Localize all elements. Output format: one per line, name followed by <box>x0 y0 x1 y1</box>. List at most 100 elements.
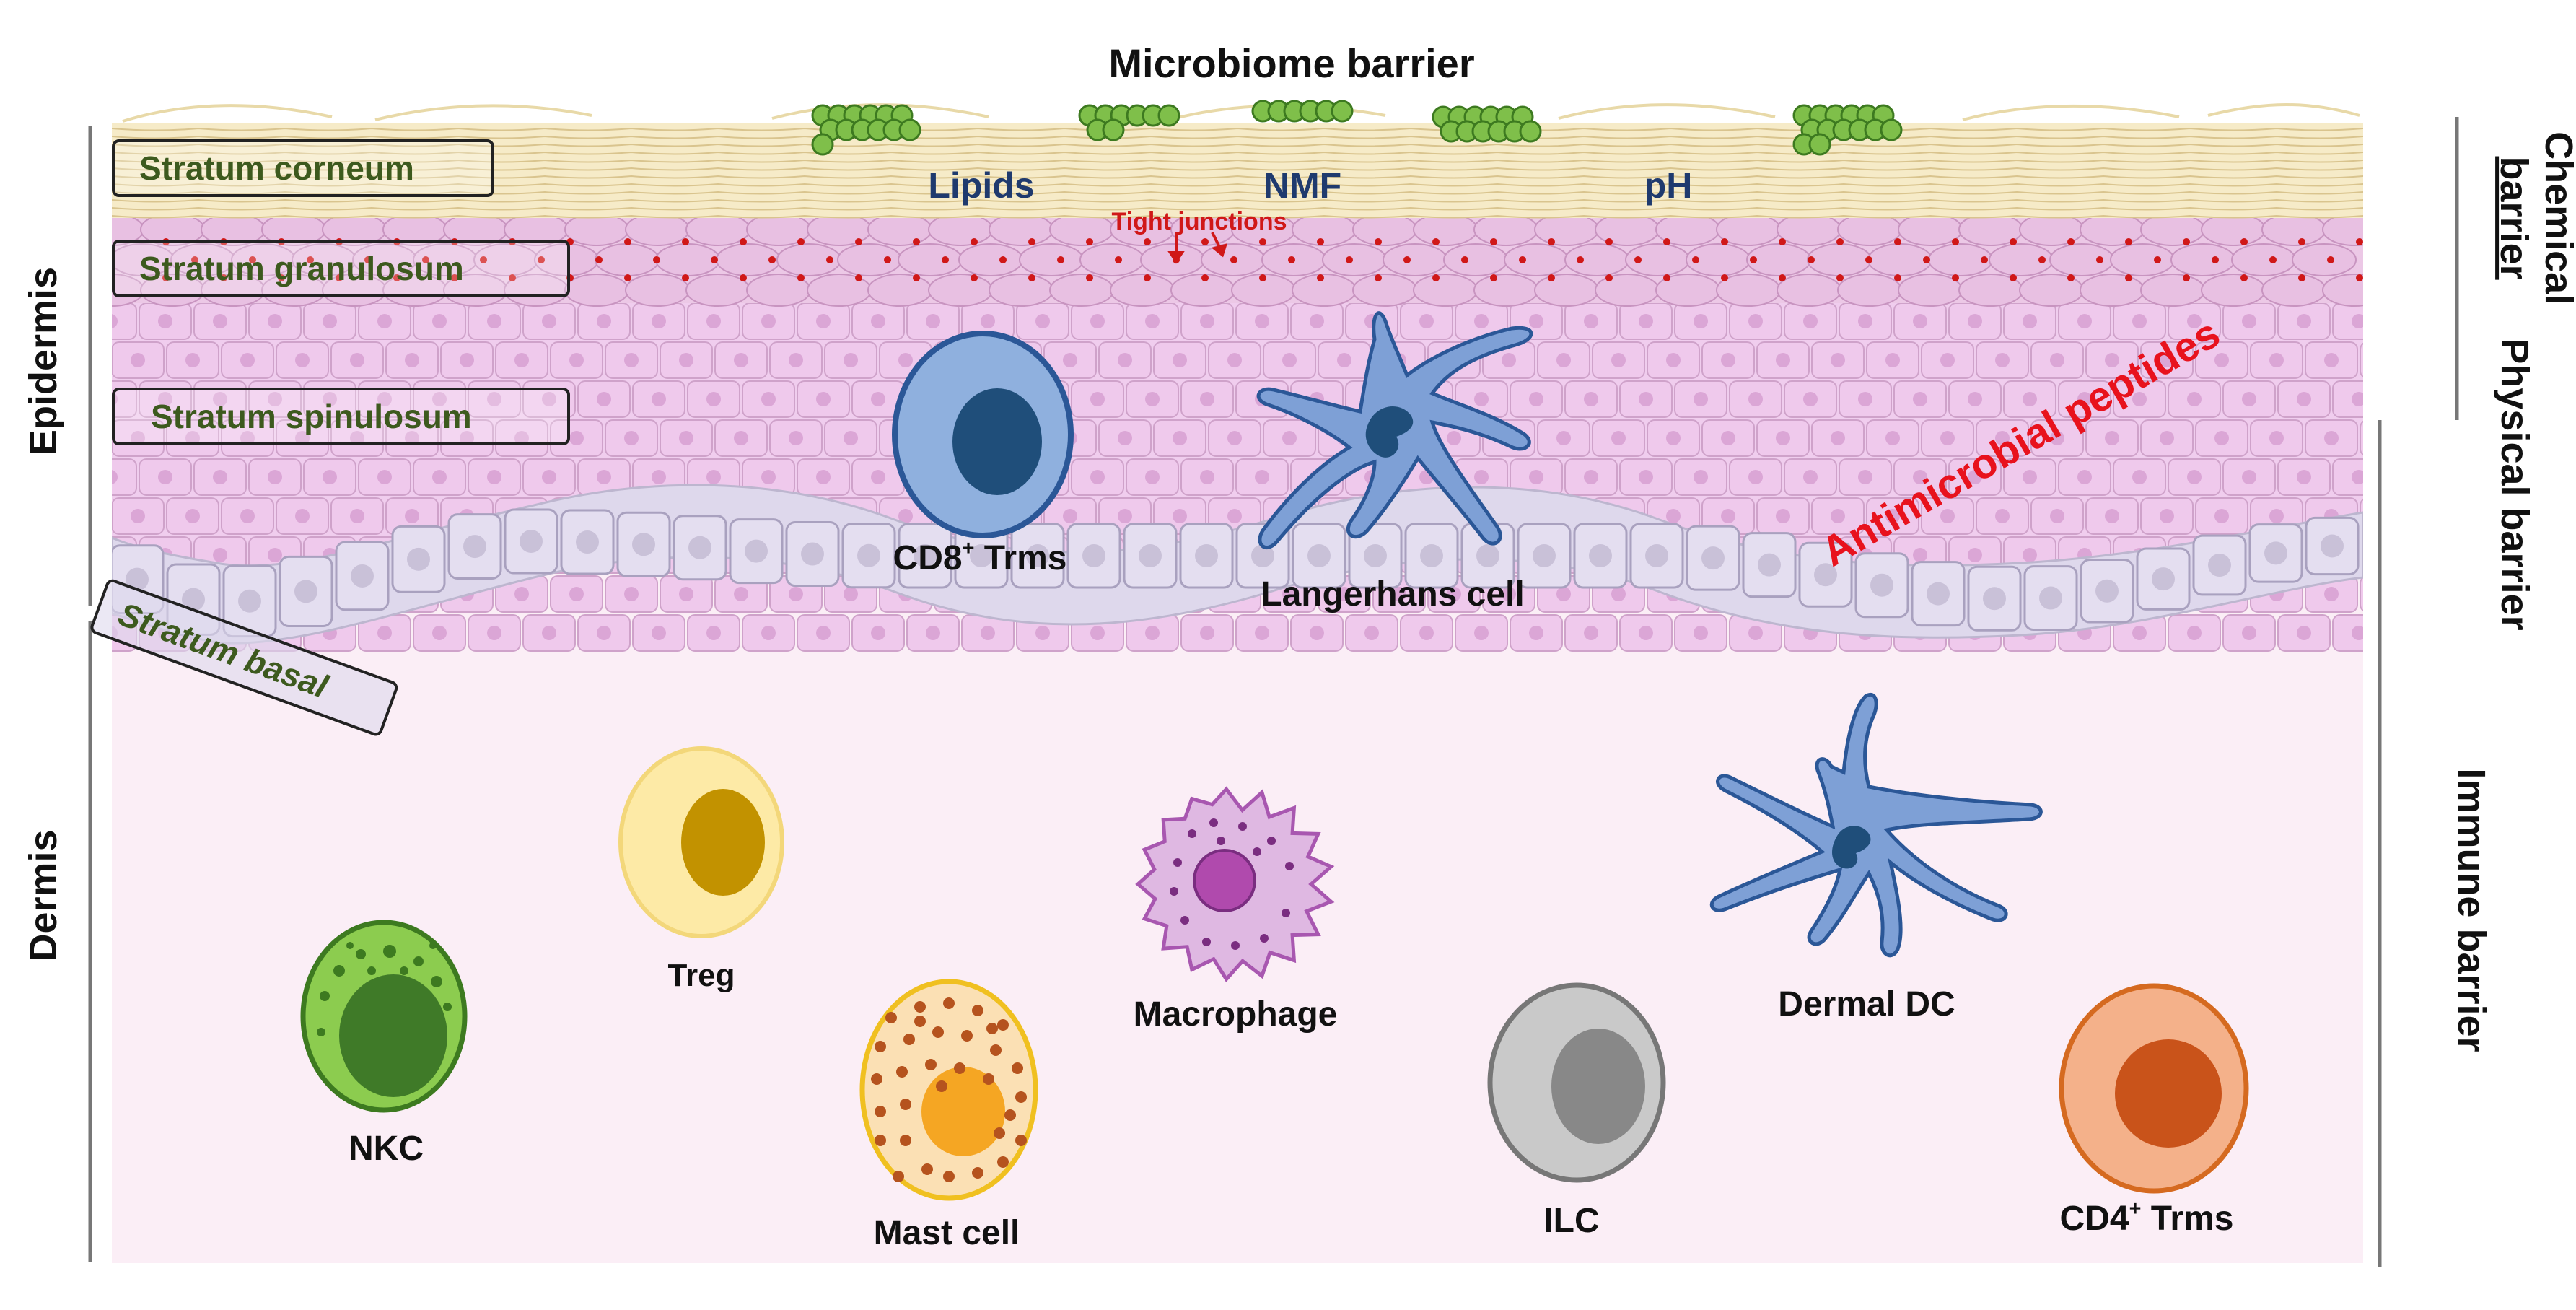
spinous-cell-nucleus <box>706 626 721 640</box>
microbe-icon <box>1880 118 1903 141</box>
tight-junction-dot <box>1519 256 1526 263</box>
granular-cell <box>1049 213 1114 246</box>
spinous-cell-nucleus <box>112 470 118 484</box>
spinous-cell-nucleus <box>542 470 556 484</box>
spinous-cell-nucleus <box>569 353 584 367</box>
tight-junction-dot <box>1634 256 1642 263</box>
tight-junction-dot <box>884 256 891 263</box>
tight-junction-dot <box>480 256 487 263</box>
tight-junction-dot <box>653 256 660 263</box>
macrophage-granule <box>1180 916 1189 925</box>
mast-granule <box>943 997 955 1009</box>
corneum-lamella <box>112 143 2363 147</box>
basal-cell-nucleus <box>1533 544 1556 567</box>
spinous-cell-nucleus <box>1035 314 1050 328</box>
spinous-cell <box>2360 576 2363 612</box>
mast-granule <box>997 1019 1009 1031</box>
spinous-cell-nucleus <box>432 470 447 484</box>
spinous-cell-nucleus <box>1748 392 1763 406</box>
spinous-cell-nucleus <box>652 314 666 328</box>
microbe-icon <box>1519 120 1542 143</box>
spinous-cell-nucleus <box>377 314 392 328</box>
tight-junction-dot <box>364 256 372 263</box>
spinous-cell <box>2332 614 2363 652</box>
corneum-lamella <box>112 183 2363 187</box>
spinous-cell <box>2332 380 2363 418</box>
treg-label: Treg <box>667 958 735 993</box>
spinous-cell-nucleus <box>487 314 501 328</box>
granular-cell <box>1473 274 1538 307</box>
tight-junction-dot <box>797 238 805 245</box>
tight-junction-dot <box>1721 238 1728 245</box>
treg-cell-icon <box>618 746 784 938</box>
tight-junction-dot <box>336 274 343 281</box>
tight-junction-dot <box>855 238 862 245</box>
mast-granule <box>875 1041 886 1052</box>
granular-cell <box>1110 274 1175 307</box>
spinous-cell-nucleus <box>350 353 364 367</box>
mast-granule <box>875 1106 886 1117</box>
spinous-cell-nucleus <box>1502 353 1516 367</box>
spinous-cell-nucleus <box>2269 353 2284 367</box>
tight-junction-dot <box>1461 256 1468 263</box>
spinous-cell-nucleus <box>185 431 200 445</box>
spinous-cell-nucleus <box>2242 392 2256 406</box>
tight-junction-dot <box>1952 274 1959 281</box>
physical-barrier-label: Physical barrier <box>2493 338 2536 631</box>
spinous-cell-nucleus <box>1611 431 1626 445</box>
spinous-cell-nucleus <box>1968 314 1982 328</box>
spinous-cell-nucleus <box>871 626 885 640</box>
tight-junction-dot <box>1750 256 1757 263</box>
mast-granule <box>961 1030 973 1042</box>
basal-cell-nucleus <box>1251 544 1274 567</box>
spinous-cell-nucleus <box>268 548 282 562</box>
spinous-cell-nucleus <box>432 392 447 406</box>
mast-granule <box>997 1156 1009 1168</box>
tight-junctions-label: Tight junctions <box>1111 208 1287 235</box>
mast-granule <box>893 1171 904 1182</box>
tight-junction-dot <box>1923 256 1930 263</box>
spinous-cell-nucleus <box>158 470 172 484</box>
mast-granule <box>900 1099 911 1110</box>
macrophage-granule <box>1253 847 1261 856</box>
granular-cell <box>1473 213 1538 246</box>
spinous-cell-nucleus <box>652 470 666 484</box>
spinous-cell-nucleus <box>816 392 831 406</box>
microbe-icon <box>1102 118 1125 141</box>
spinous-cell-nucleus <box>1474 470 1489 484</box>
spinous-cell-nucleus <box>1831 353 1845 367</box>
spinous-cell-nucleus <box>2324 431 2339 445</box>
ilc-cell-icon <box>1487 982 1666 1183</box>
spinous-cell-nucleus <box>158 314 172 328</box>
spinous-cell-nucleus <box>2132 470 2147 484</box>
spinous-cell-nucleus <box>2297 314 2311 328</box>
macrophage-granule <box>1209 818 1218 827</box>
spinous-cell-nucleus <box>2187 392 2202 406</box>
tight-junction-dot <box>797 274 805 281</box>
spinous-cell-nucleus <box>1282 431 1297 445</box>
basal-cell-nucleus <box>914 544 937 567</box>
basal-cell-nucleus <box>688 536 711 559</box>
spinous-cell-nucleus <box>1694 470 1708 484</box>
spinous-cell-nucleus <box>1173 509 1187 523</box>
spinous-cell-nucleus <box>1282 587 1297 601</box>
basal-cell-nucleus <box>1645 544 1668 567</box>
tight-junction-dot <box>682 274 689 281</box>
chemical-barrier-line2: barrier <box>2492 156 2536 280</box>
spinous-cell-nucleus <box>131 431 145 445</box>
tight-junction-dot <box>682 238 689 245</box>
tight-junction-dot <box>1028 238 1035 245</box>
basal-cell-nucleus <box>1476 544 1499 567</box>
tight-junction-dot <box>711 256 718 263</box>
spinous-cell-nucleus <box>1803 392 1818 406</box>
spinous-cell-nucleus <box>1639 626 1653 640</box>
basal-cell-nucleus <box>745 539 768 563</box>
immune-barrier-label: Immune barrier <box>2450 768 2493 1052</box>
granular-cell <box>1322 243 1387 276</box>
spinous-cell-nucleus <box>1556 353 1571 367</box>
cd4-suffix: Trms <box>2141 1200 2234 1238</box>
cd8-suffix: Trms <box>974 539 1067 577</box>
spinous-cell-nucleus <box>2023 314 2037 328</box>
macrophage-granule <box>1282 909 1290 917</box>
tight-junction-dot <box>1952 238 1959 245</box>
